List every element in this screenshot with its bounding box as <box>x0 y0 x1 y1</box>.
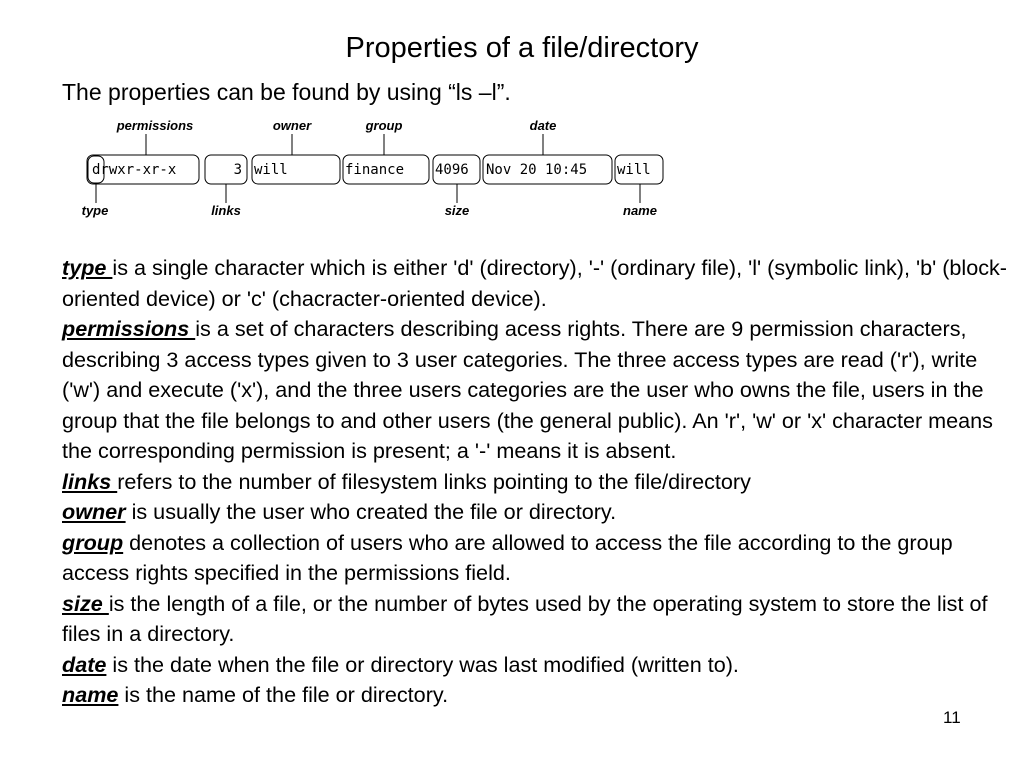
definition-text: is the name of the file or directory. <box>118 682 449 707</box>
field-name: will <box>617 162 651 178</box>
page-number: 11 <box>943 708 961 727</box>
definition-permissions: permissions is a set of characters descr… <box>62 314 1012 467</box>
field-date: Nov 20 10:45 <box>486 162 587 178</box>
slide-subtitle: The properties can be found by using “ls… <box>62 79 511 105</box>
label-type: type <box>82 203 109 218</box>
definition-owner: owner is usually the user who created th… <box>62 497 1012 528</box>
term-group: group <box>62 529 124 555</box>
ls-output-diagram: permissions owner group date drwxr-xr-x … <box>82 118 664 218</box>
definition-text: is usually the user who created the file… <box>125 499 617 524</box>
field-links: 3 <box>234 162 242 178</box>
term-permissions: permissions <box>62 316 196 341</box>
label-date: date <box>530 118 557 133</box>
definition-date: date is the date when the file or direct… <box>62 650 1012 681</box>
label-group: group <box>365 118 403 133</box>
label-links: links <box>211 203 241 218</box>
definition-group: group denotes a collection of users who … <box>62 528 1012 589</box>
slide-title: Properties of a file/directory <box>345 32 699 64</box>
term-date: date <box>62 651 107 677</box>
top-connectors <box>145 134 544 155</box>
definition-text: denotes a collection of users who are al… <box>62 529 953 586</box>
definition-text: is the length of a file, or the number o… <box>62 590 988 647</box>
definition-name: name is the name of the file or director… <box>62 680 1012 711</box>
bottom-connectors <box>95 184 641 203</box>
field-size: 4096 <box>435 162 469 178</box>
label-permissions: permissions <box>116 118 194 133</box>
definition-type: type is a single character which is eith… <box>62 253 1012 314</box>
term-size: size <box>62 590 109 616</box>
field-boxes <box>86 154 664 185</box>
field-permissions: drwxr-xr-x <box>92 162 176 178</box>
definition-links: links refers to the number of filesystem… <box>62 467 1012 498</box>
definition-text: refers to the number of filesystem links… <box>117 468 751 494</box>
term-name: name <box>62 682 119 707</box>
definition-text: is the date when the file or directory w… <box>106 651 739 677</box>
definition-size: size is the length of a file, or the num… <box>62 589 1012 650</box>
label-name: name <box>623 203 657 218</box>
term-type: type <box>62 255 113 280</box>
term-owner: owner <box>62 499 126 524</box>
label-owner: owner <box>273 118 312 133</box>
label-size: size <box>445 203 470 218</box>
definition-text: is a set of characters describing acess … <box>62 316 993 463</box>
field-group: finance <box>345 162 404 178</box>
definitions-list: type is a single character which is eith… <box>62 253 1012 711</box>
term-links: links <box>62 468 118 494</box>
definition-text: is a single character which is either 'd… <box>62 255 1007 311</box>
field-owner: will <box>254 162 288 178</box>
